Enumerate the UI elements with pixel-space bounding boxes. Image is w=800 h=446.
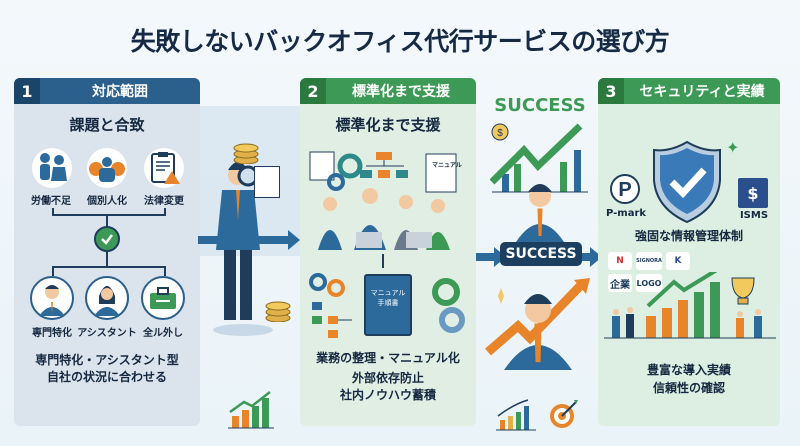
panel-header: 2 標準化まで支援 (300, 78, 476, 104)
connector-line (106, 214, 108, 228)
issue-label: 労働不足 (31, 196, 71, 207)
panel-subtitle: 標準化まで支援 (335, 116, 441, 134)
people-icon (32, 148, 72, 188)
document-icon (254, 166, 280, 198)
team-meeting-illustration (306, 150, 466, 250)
specialist-icon (30, 276, 74, 320)
flow-arrow (474, 247, 506, 267)
page-title: 失敗しないバックオフィス代行サービスの選び方 (130, 27, 670, 56)
process-gears-icon (306, 272, 354, 340)
coin-stack-icon (232, 140, 260, 165)
summary-line: 豊富な導入実績 (646, 363, 731, 377)
assistant-icon (85, 276, 129, 320)
client-logo: 企業 (608, 274, 632, 292)
client-logo: K (666, 252, 690, 270)
panel-number: 1 (14, 78, 40, 104)
growth-chart-icon (226, 388, 276, 430)
connector-line (106, 252, 108, 266)
client-logo: LOGO (636, 274, 662, 292)
bracket-connector (52, 266, 166, 276)
panel-header: 1 対応範囲 (14, 78, 200, 104)
pmark-label: P-mark (605, 208, 647, 219)
client-logo: SIGNORA (636, 252, 662, 270)
bracket-connector (52, 208, 166, 216)
summary-line: 信頼性の確認 (652, 381, 725, 395)
panel-scope: 1 対応範囲 課題と合致 労働不足 個別人化 法律変更 (14, 78, 200, 426)
client-logo: N (608, 252, 632, 270)
panel-number: 3 (598, 78, 624, 104)
isms-logo-icon: $ (738, 178, 768, 208)
panel-header: 3 セキュリティと実績 (598, 78, 780, 104)
person-gears-icon (87, 148, 127, 188)
panel-title: セキュリティと実績 (639, 84, 765, 100)
manual-label: マニュアル (432, 162, 462, 169)
smiling-businessman-icon (508, 178, 572, 242)
checkmark-icon (94, 226, 120, 252)
summary-line: 外部依存防止 (351, 371, 424, 385)
isms-label: ISMS (739, 210, 769, 221)
success-title: SUCCESS (494, 95, 586, 116)
panel-title: 標準化まで支援 (352, 84, 450, 100)
panel-security: 3 セキュリティと実績 ✦ P P-mark $ ISMS 強固な情報管理体制 … (598, 78, 780, 426)
summary-line: 自社の状況に合わせる (46, 370, 167, 384)
option-label: 専門特化 (32, 328, 72, 339)
growth-results-illustration (604, 266, 776, 342)
summary-title: 業務の整理・マニュアル化 (316, 351, 460, 365)
issue-label: 個別人化 (87, 196, 127, 207)
clipboard-warning-icon (144, 148, 184, 188)
summary-line: 社内ノウハウ蓄積 (339, 388, 436, 402)
target-icon (548, 398, 580, 430)
flow-arrow (198, 230, 300, 250)
sparkle-icon: ✦ (726, 138, 740, 157)
panel-number: 2 (300, 78, 326, 104)
summary-line: 専門特化・アシスタント型 (35, 353, 179, 367)
panel-subtitle: 課題と合致 (69, 116, 145, 134)
svg-text:P: P (618, 179, 631, 201)
connector-line (382, 254, 384, 268)
option-label: アシスタント (77, 328, 137, 339)
celebrating-businessman-illustration (482, 270, 594, 370)
bar-chart-icon (496, 398, 536, 432)
businessman-magnifier-illustration (208, 140, 278, 336)
manual-book-icon: マニュアル 手順書 (364, 274, 412, 336)
gears-icon (424, 276, 472, 336)
svg-text:$: $ (497, 128, 503, 139)
coin-stack-icon (264, 298, 292, 323)
panel-standardization: 2 標準化まで支援 標準化まで支援 マニュアル (300, 78, 476, 426)
success-chart-illustration: $ (489, 122, 590, 198)
issue-label: 法律変更 (144, 196, 184, 207)
security-caption: 強固な情報管理体制 (634, 229, 743, 243)
shield-check-icon (652, 140, 722, 224)
book-label: マニュアル (370, 289, 406, 297)
pmark-logo-icon: P (608, 172, 642, 206)
panel-title: 対応範囲 (92, 84, 148, 100)
option-label: 全ル外し (143, 328, 183, 339)
success-badge: SUCCESS (500, 242, 582, 266)
toolbox-icon (141, 276, 185, 320)
book-label: 手順書 (377, 299, 399, 307)
